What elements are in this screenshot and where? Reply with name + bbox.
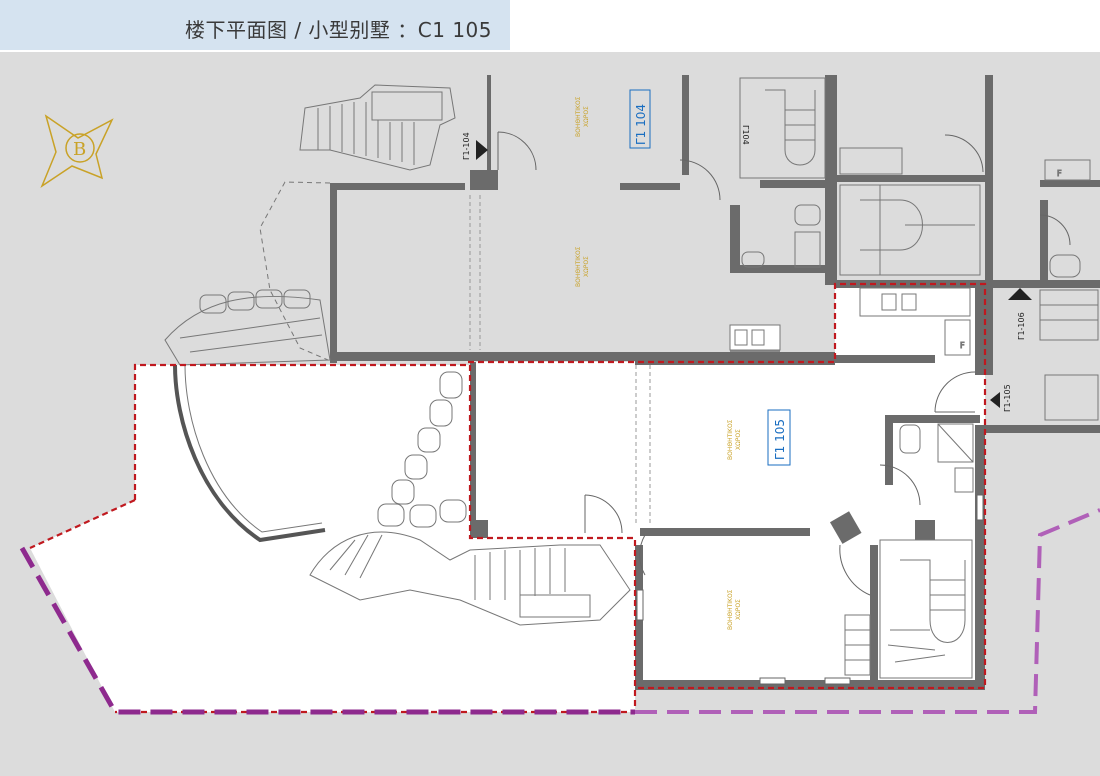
door-swing-icon bbox=[497, 131, 1071, 596]
garden-stairs bbox=[309, 531, 631, 626]
kitchen-sink-icon bbox=[881, 293, 897, 311]
svg-text:ΧΩΡΟΣ: ΧΩΡΟΣ bbox=[735, 429, 742, 450]
sink-icon bbox=[954, 467, 974, 493]
bathroom-fixtures: F bbox=[741, 159, 1091, 493]
unit-interior-fill bbox=[470, 285, 985, 688]
unit-boundary-red bbox=[29, 282, 987, 714]
svg-text:Γ1 104: Γ1 104 bbox=[634, 104, 648, 145]
unit-area-fill bbox=[30, 365, 635, 712]
kitchen-counter: F bbox=[729, 287, 971, 356]
marker-g104: Γ104 bbox=[741, 125, 750, 145]
garden-curved-wall bbox=[173, 364, 326, 543]
entrance-arrow-icon bbox=[990, 392, 1000, 408]
svg-text:ΧΩΡΟΣ: ΧΩΡΟΣ bbox=[583, 256, 590, 277]
logo-letter: B bbox=[73, 139, 86, 160]
svg-text:ΧΩΡΟΣ: ΧΩΡΟΣ bbox=[583, 106, 590, 127]
room-label-upper-2: ΒΟΗΘΗΤΙΚΟΣ ΧΩΡΟΣ bbox=[575, 246, 590, 287]
dashed-terrace-outline bbox=[259, 181, 331, 361]
header-band: 楼下平面图 / 小型别墅 ：C1 105 bbox=[0, 0, 510, 50]
marker-g1-104: Γ1-104 bbox=[462, 132, 471, 160]
page-title: 楼下平面图 / 小型别墅 ：C1 105 bbox=[184, 18, 492, 42]
svg-text:ΒΟΗΘΗΤΙΚΟΣ: ΒΟΗΘΗΤΙΚΟΣ bbox=[727, 589, 734, 630]
marker-g1-105: Γ1-105 bbox=[1003, 384, 1012, 412]
marker-g1-106: Γ1-106 bbox=[1017, 312, 1026, 340]
unit-label-g105: Γ1 105 bbox=[767, 409, 791, 466]
plot-boundary-purple-light bbox=[635, 508, 1100, 714]
unit-label-g104: Γ1 104 bbox=[629, 89, 651, 149]
garden-curved-wall-inner bbox=[184, 364, 323, 533]
fridge-label-a: F bbox=[1057, 169, 1062, 178]
fridge-label-b: F bbox=[960, 341, 965, 350]
svg-text:ΒΟΗΘΗΤΙΚΟΣ: ΒΟΗΘΗΤΙΚΟΣ bbox=[575, 96, 582, 137]
room-label-main-1: ΒΟΗΘΗΤΙΚΟΣ ΧΩΡΟΣ bbox=[727, 419, 742, 460]
stair-icon bbox=[844, 539, 973, 679]
stepping-stones bbox=[377, 371, 467, 528]
room-label-main-2: ΒΟΗΘΗΤΙΚΟΣ ΧΩΡΟΣ bbox=[727, 589, 742, 630]
toilet-icon bbox=[899, 424, 921, 454]
svg-text:ΧΩΡΟΣ: ΧΩΡΟΣ bbox=[735, 599, 742, 620]
room-label-upper-1: ΒΟΗΘΗΤΙΚΟΣ ΧΩΡΟΣ bbox=[575, 96, 590, 137]
walls-right-neighbour bbox=[837, 75, 1100, 433]
interior-dashed-lines bbox=[469, 195, 651, 525]
entrance-arrow-icon bbox=[476, 140, 488, 160]
stair-icon bbox=[739, 77, 1099, 421]
stone-path bbox=[164, 289, 331, 366]
svg-text:ΒΟΗΘΗΤΙΚΟΣ: ΒΟΗΘΗΤΙΚΟΣ bbox=[575, 246, 582, 287]
entrance-arrow-icon bbox=[1008, 288, 1032, 300]
svg-text:Γ1 105: Γ1 105 bbox=[773, 419, 787, 460]
windows bbox=[636, 494, 984, 685]
shower-icon bbox=[937, 423, 974, 463]
stair-icon bbox=[299, 84, 456, 171]
compass-logo-icon: B bbox=[40, 114, 114, 188]
svg-text:ΒΟΗΘΗΤΙΚΟΣ: ΒΟΗΘΗΤΙΚΟΣ bbox=[727, 419, 734, 460]
